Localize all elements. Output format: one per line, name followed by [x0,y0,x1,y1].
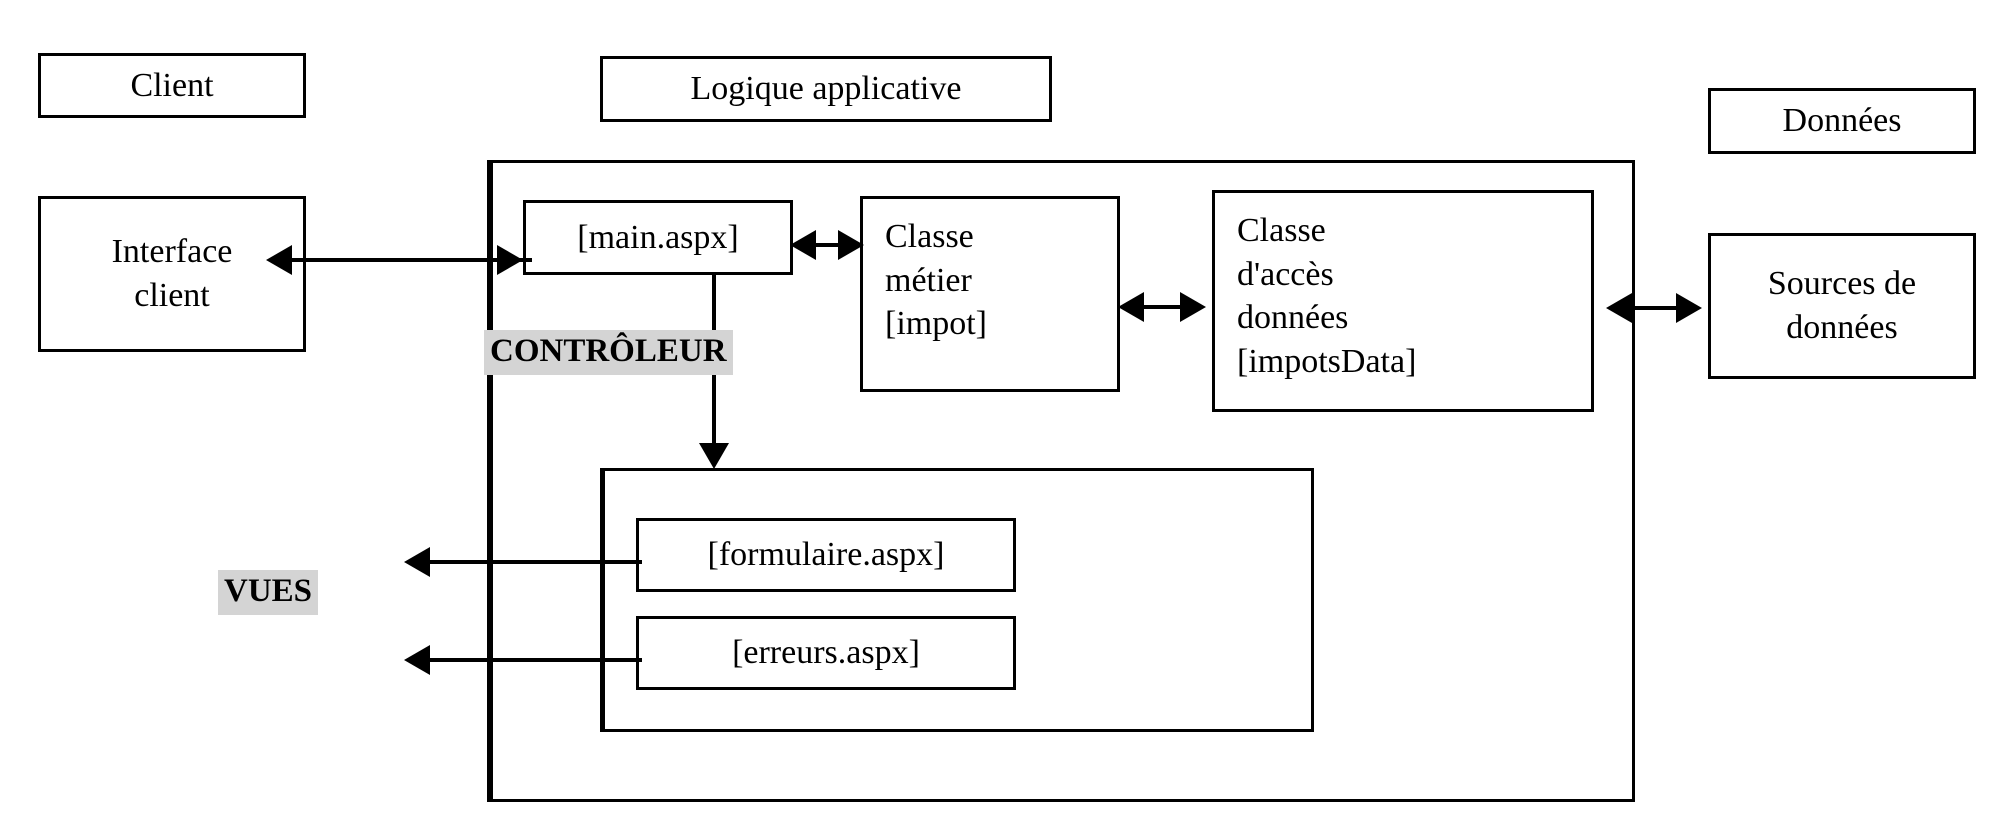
box-formulaire-aspx-label: [formulaire.aspx] [707,536,945,574]
box-sources-de-donnees-label: Sources de données [1767,265,1917,346]
connector-metier-data-line [1140,305,1194,309]
box-classe-acces-donnees-label: Classe d'accès données [impotsData] [1237,212,1417,380]
arrow-to-client-from-erreurs [404,645,430,675]
label-controleur: CONTRÔLEUR [484,330,733,375]
connector-formulaire-to-client-line [430,560,642,564]
tier-header-logique-applicative: Logique applicative [600,56,1052,122]
arrow-to-interface-client [266,245,292,275]
tier-header-donnees-label: Données [1782,102,1902,140]
box-interface-client-label: Interface client [111,233,233,314]
vues-left-rail [601,468,605,732]
connector-main-metier-line [812,243,852,247]
box-main-aspx-label: [main.aspx] [577,218,739,256]
controller-left-rail [489,160,493,802]
tier-header-logique-label: Logique applicative [690,70,962,108]
box-main-aspx: [main.aspx] [523,200,793,275]
box-classe-acces-donnees: Classe d'accès données [impotsData] [1212,190,1594,412]
connector-erreurs-to-client-line [430,658,642,662]
vues-container [600,468,1314,732]
box-erreurs-aspx: [erreurs.aspx] [636,616,1016,690]
tier-header-client: Client [38,53,306,118]
tier-header-client-label: Client [130,66,214,104]
box-formulaire-aspx: [formulaire.aspx] [636,518,1016,592]
arrow-to-classe-acces-donnees [1180,292,1206,322]
label-vues-text: VUES [224,573,313,609]
arrow-to-sources-de-donnees [1676,293,1702,323]
connector-interface-main-line [292,258,532,262]
label-controleur-text: CONTRÔLEUR [490,333,727,369]
box-sources-de-donnees: Sources de données [1708,233,1976,379]
box-classe-metier-label: Classe métier [impot] [885,218,987,343]
box-interface-client: Interface client [38,196,306,352]
arrow-to-main-aspx-from-metier [790,230,816,260]
label-vues: VUES [218,570,319,615]
arrow-to-classe-metier [838,230,864,260]
arrow-to-main-aspx [497,245,523,275]
box-erreurs-aspx-label: [erreurs.aspx] [732,634,920,672]
tier-header-donnees: Données [1708,88,1976,154]
logique-applicative-container [487,160,1635,802]
arrow-to-client-from-formulaire [404,547,430,577]
arrow-to-classe-acces-donnees-from-sources [1606,293,1632,323]
box-classe-metier: Classe métier [impot] [860,196,1120,392]
connector-data-sources-line [1632,306,1690,310]
arrow-down-to-vues [699,443,729,469]
arrow-to-classe-metier-from-data [1118,292,1144,322]
